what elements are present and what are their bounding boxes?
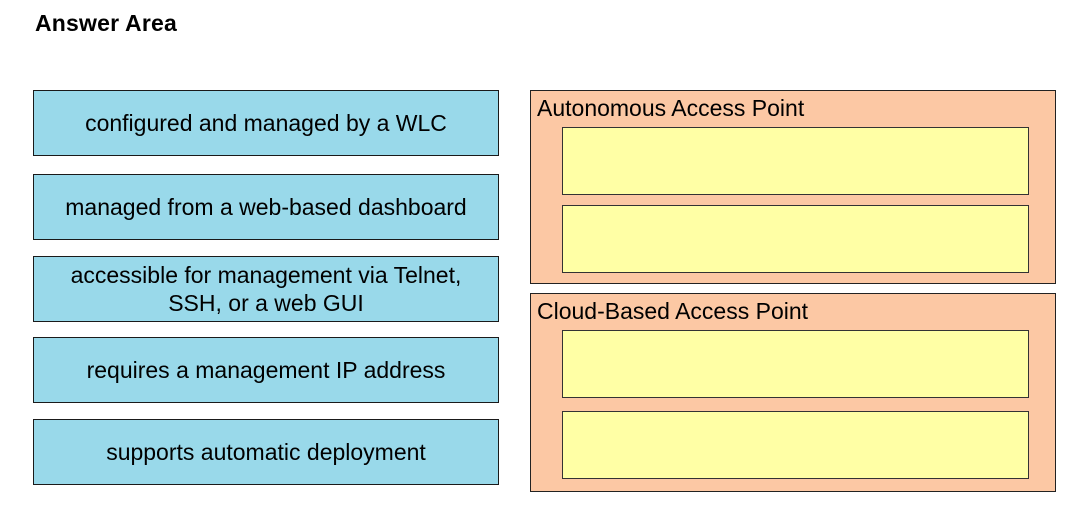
option-label: configured and managed by a WLC xyxy=(85,110,447,136)
drop-slot[interactable] xyxy=(562,330,1029,398)
target-cloud-ap: Cloud-Based Access Point xyxy=(530,293,1056,492)
drop-slot[interactable] xyxy=(562,127,1029,195)
option-telnet-ssh-gui[interactable]: accessible for management via Telnet, SS… xyxy=(33,256,499,322)
option-configured-by-wlc[interactable]: configured and managed by a WLC xyxy=(33,90,499,156)
option-automatic-deployment[interactable]: supports automatic deployment xyxy=(33,419,499,485)
option-label: supports automatic deployment xyxy=(106,439,426,465)
option-web-dashboard[interactable]: managed from a web-based dashboard xyxy=(33,174,499,240)
page-title: Answer Area xyxy=(35,10,177,36)
drop-slot[interactable] xyxy=(562,411,1029,479)
option-label: managed from a web-based dashboard xyxy=(65,194,467,220)
target-label: Autonomous Access Point xyxy=(537,95,805,121)
option-management-ip[interactable]: requires a management IP address xyxy=(33,337,499,403)
target-label: Cloud-Based Access Point xyxy=(537,298,809,324)
drop-slot[interactable] xyxy=(562,205,1029,273)
option-label: requires a management IP address xyxy=(86,357,446,383)
target-autonomous-ap: Autonomous Access Point xyxy=(530,90,1056,284)
option-label: accessible for management via Telnet, SS… xyxy=(70,262,462,316)
